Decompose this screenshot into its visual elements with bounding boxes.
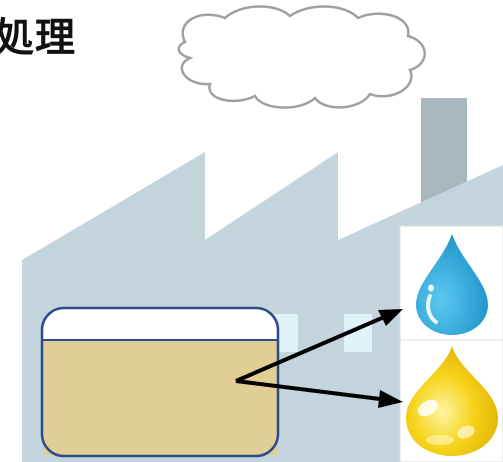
arrow-to-water xyxy=(235,316,383,383)
separation-arrows xyxy=(235,309,403,408)
separation-tank xyxy=(40,306,280,458)
arrow-to-water-head xyxy=(378,309,403,326)
page-title: 処理 xyxy=(0,15,76,61)
oil-drop-icon xyxy=(406,346,498,456)
cloud-icon xyxy=(177,5,426,109)
water-drop-icon xyxy=(416,234,488,335)
arrow-to-oil-head xyxy=(378,390,403,408)
arrow-to-oil xyxy=(235,379,381,401)
